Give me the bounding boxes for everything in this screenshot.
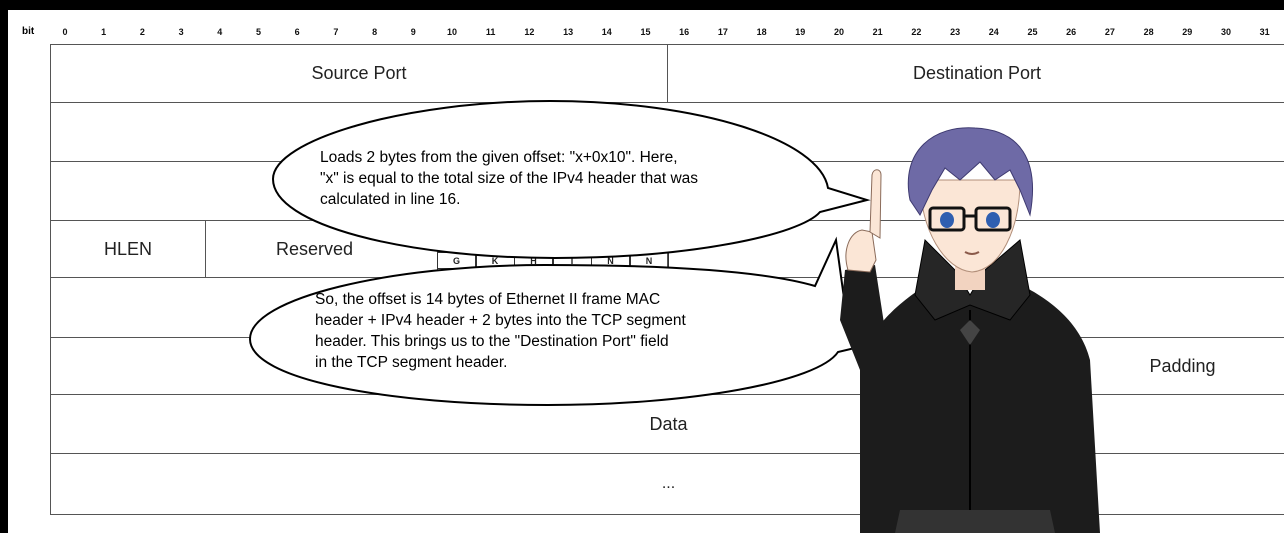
left-eye [940, 212, 954, 228]
bit-axis-label: bit [22, 26, 35, 37]
bottom-speech-bubble [248, 236, 879, 407]
bit-number: 26 [1066, 27, 1077, 37]
top-bubble-line: Loads 2 bytes from the given offset: "x+… [320, 149, 678, 166]
bit-number: 15 [640, 27, 651, 37]
bit-number: 25 [1027, 27, 1038, 37]
mouth [964, 251, 980, 255]
pointing-finger [869, 169, 882, 239]
bottom-bubble-line: header. This brings us to the "Destinati… [315, 333, 669, 350]
bit-number: 30 [1220, 27, 1231, 37]
bit-number: 24 [988, 27, 999, 37]
bit-number: 23 [950, 27, 961, 37]
data-continuation-field: ... [50, 453, 1284, 515]
bottom-bubble-line: in the TCP segment header. [315, 354, 508, 371]
top-bubble-line: calculated in line 16. [320, 191, 461, 208]
glasses-right-lens [974, 206, 1012, 232]
coat-belt [895, 510, 1055, 533]
bit-number: 14 [601, 27, 612, 37]
bit-number: 16 [679, 27, 690, 37]
bit-number: 4 [217, 27, 223, 37]
bit-number: 13 [563, 27, 574, 37]
bottom-bubble-line: header + IPv4 header + 2 bytes into the … [315, 312, 686, 329]
bit-number: 29 [1182, 27, 1193, 37]
bit-number: 31 [1259, 27, 1270, 37]
bit-number: 21 [872, 27, 883, 37]
top-bubble-text: Loads 2 bytes from the given offset: "x+… [320, 147, 698, 210]
face [919, 179, 1021, 273]
top-bubble-line: "x" is equal to the total size of the IP… [320, 170, 699, 187]
bit-number: 20 [833, 27, 844, 37]
bit-number: 0 [62, 27, 68, 37]
right-eye [986, 212, 1000, 228]
bit-number: 19 [795, 27, 806, 37]
bit-number: 28 [1143, 27, 1154, 37]
coat-collar [914, 238, 1031, 321]
bit-number: 3 [178, 27, 184, 37]
bit-number: 9 [410, 27, 416, 37]
bit-number: 18 [756, 27, 767, 37]
bit-number: 27 [1104, 27, 1115, 37]
coat [860, 280, 1100, 533]
bit-number: 8 [372, 27, 378, 37]
anime-character-illustration [840, 127, 1100, 533]
bit-number: 7 [333, 27, 339, 37]
bit-number: 17 [717, 27, 728, 37]
bottom-bubble-line: So, the offset is 14 bytes of Ethernet I… [315, 291, 661, 308]
hand [845, 229, 877, 273]
coat-emblem [960, 320, 980, 345]
raised-arm [840, 265, 895, 370]
bit-number: 5 [255, 27, 261, 37]
hair [907, 127, 1034, 217]
bit-number: 11 [485, 27, 496, 37]
bottom-bubble-text: So, the offset is 14 bytes of Ethernet I… [315, 289, 686, 373]
bit-number: 12 [524, 27, 535, 37]
bit-number: 10 [446, 27, 457, 37]
glasses-left-lens [928, 206, 966, 232]
top-speech-bubble [271, 99, 871, 260]
bit-number: 1 [101, 27, 107, 37]
bit-number: 22 [911, 27, 922, 37]
bit-number: 2 [139, 27, 145, 37]
bit-number: 6 [294, 27, 300, 37]
